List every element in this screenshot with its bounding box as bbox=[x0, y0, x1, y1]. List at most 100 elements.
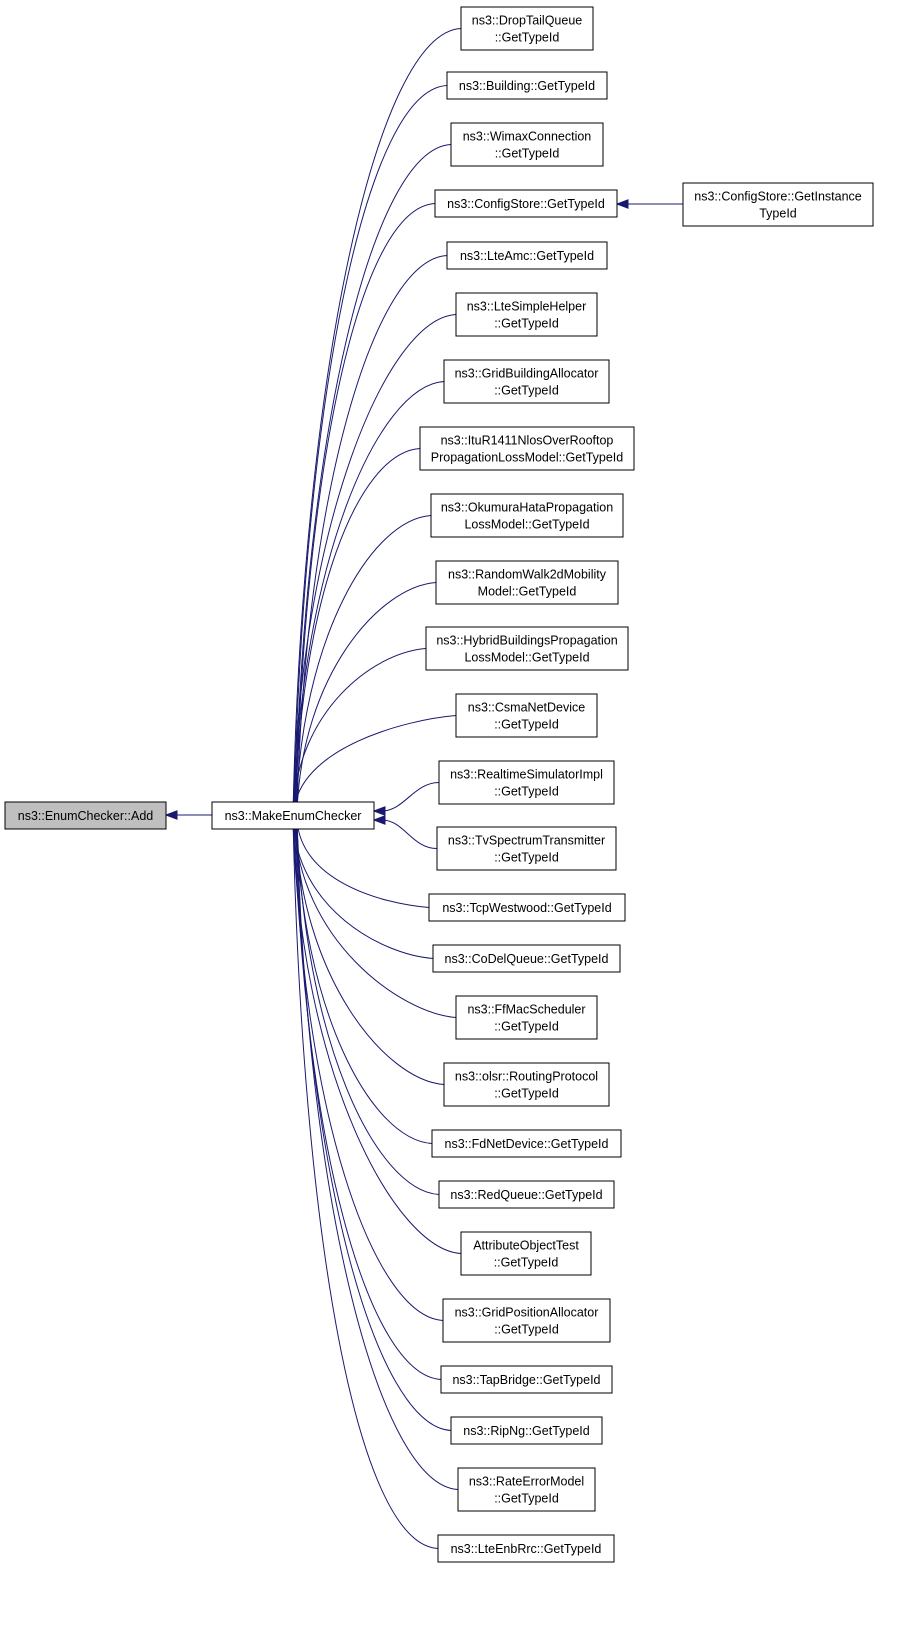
edge bbox=[294, 818, 442, 1380]
caller-node-label: ::GetTypeId bbox=[494, 1087, 559, 1101]
edge bbox=[295, 515, 432, 814]
extra-node-label: ns3::ConfigStore::GetInstance bbox=[694, 190, 862, 204]
caller-node-label: ns3::GridBuildingAllocator bbox=[455, 367, 599, 381]
caller-node-box bbox=[431, 1129, 622, 1158]
caller-node-label: ::GetTypeId bbox=[494, 317, 559, 331]
edge bbox=[293, 818, 444, 1321]
caller-node[interactable]: ns3::RealtimeSimulatorImpl::GetTypeId bbox=[438, 760, 615, 805]
caller-node[interactable]: ns3::TapBridge::GetTypeId bbox=[440, 1365, 613, 1394]
nodes: ns3::EnumChecker::Add ns3::MakeEnumChecke… bbox=[4, 6, 874, 1563]
edge bbox=[295, 203, 436, 814]
edge bbox=[292, 818, 439, 1549]
caller-node[interactable]: ns3::GridBuildingAllocator::GetTypeId bbox=[443, 359, 610, 404]
caller-node[interactable]: ns3::TcpWestwood::GetTypeId bbox=[428, 893, 626, 922]
edge bbox=[294, 144, 452, 814]
caller-node[interactable]: ns3::OkumuraHataPropagationLossModel::Ge… bbox=[430, 493, 624, 538]
caller-node[interactable]: ns3::RedQueue::GetTypeId bbox=[438, 1180, 615, 1209]
arrowhead bbox=[372, 815, 386, 825]
edge bbox=[293, 381, 445, 814]
caller-node-label: ::GetTypeId bbox=[495, 31, 560, 45]
caller-node-label: ns3::CoDelQueue::GetTypeId bbox=[445, 952, 609, 966]
caller-node-label: ns3::TcpWestwood::GetTypeId bbox=[442, 901, 611, 915]
caller-node-box bbox=[425, 626, 629, 671]
root-node[interactable]: ns3::EnumChecker::Add bbox=[4, 801, 167, 830]
caller-node[interactable]: ns3::RateErrorModel::GetTypeId bbox=[457, 1467, 596, 1512]
edge bbox=[296, 255, 448, 814]
root-node-box bbox=[4, 801, 167, 830]
caller-node[interactable]: ns3::CoDelQueue::GetTypeId bbox=[432, 944, 621, 973]
caller-node-box bbox=[428, 893, 626, 922]
caller-node-box bbox=[430, 493, 624, 538]
caller-node-label: ns3::ItuR1411NlosOverRooftop bbox=[441, 434, 614, 448]
edge bbox=[294, 448, 421, 814]
caller-node-label: AttributeObjectTest bbox=[473, 1239, 579, 1253]
caller-node[interactable]: ns3::olsr::RoutingProtocol::GetTypeId bbox=[443, 1062, 610, 1107]
caller-node-label: ns3::FfMacScheduler bbox=[467, 1003, 585, 1017]
edge bbox=[292, 28, 462, 814]
caller-node[interactable]: ns3::FfMacScheduler::GetTypeId bbox=[455, 995, 598, 1040]
caller-node-label: ::GetTypeId bbox=[494, 1256, 559, 1270]
caller-node-label: ns3::FdNetDevice::GetTypeId bbox=[445, 1137, 609, 1151]
caller-node[interactable]: ns3::CsmaNetDevice::GetTypeId bbox=[455, 693, 598, 738]
caller-node-box bbox=[438, 1180, 615, 1209]
caller-node[interactable]: ns3::LteSimpleHelper::GetTypeId bbox=[455, 292, 598, 337]
caller-node-label: LossModel::GetTypeId bbox=[464, 518, 589, 532]
caller-node[interactable]: ns3::ItuR1411NlosOverRooftopPropagationL… bbox=[419, 426, 635, 471]
caller-node[interactable]: AttributeObjectTest::GetTypeId bbox=[460, 1231, 592, 1276]
caller-node[interactable]: ns3::Building::GetTypeId bbox=[446, 71, 608, 100]
caller-node[interactable]: ns3::FdNetDevice::GetTypeId bbox=[431, 1129, 622, 1158]
arrowhead bbox=[615, 199, 629, 209]
caller-node[interactable]: ns3::LteAmc::GetTypeId bbox=[446, 241, 608, 270]
edge bbox=[293, 715, 457, 814]
caller-node[interactable]: ns3::HybridBuildingsPropagationLossModel… bbox=[425, 626, 629, 671]
caller-node-label: ns3::RedQueue::GetTypeId bbox=[450, 1188, 602, 1202]
caller-node-label: ns3::WimaxConnection bbox=[463, 130, 592, 144]
center-node[interactable]: ns3::MakeEnumChecker bbox=[211, 801, 375, 830]
caller-node[interactable]: ns3::RandomWalk2dMobilityModel::GetTypeI… bbox=[435, 560, 619, 605]
caller-node[interactable]: ns3::LteEnbRrc::GetTypeId bbox=[437, 1534, 615, 1563]
caller-node-box bbox=[442, 1298, 611, 1343]
caller-node[interactable]: ns3::DropTailQueue::GetTypeId bbox=[460, 6, 594, 51]
edge bbox=[381, 782, 440, 812]
caller-node-box bbox=[450, 122, 604, 167]
caller-node-label: ::GetTypeId bbox=[494, 785, 559, 799]
edge bbox=[293, 85, 448, 814]
edge bbox=[292, 818, 462, 1254]
caller-node-label: ns3::RandomWalk2dMobility bbox=[448, 568, 607, 582]
edge bbox=[294, 818, 445, 1085]
caller-node-label: ns3::CsmaNetDevice bbox=[468, 701, 585, 715]
arrowhead bbox=[372, 806, 386, 816]
caller-node-label: ::GetTypeId bbox=[494, 1020, 559, 1034]
caller-node-box bbox=[460, 1231, 592, 1276]
caller-node-label: Model::GetTypeId bbox=[478, 585, 577, 599]
caller-node-label: ns3::OkumuraHataPropagation bbox=[441, 501, 613, 515]
caller-node[interactable]: ns3::WimaxConnection::GetTypeId bbox=[450, 122, 604, 167]
caller-node[interactable]: ns3::GridPositionAllocator::GetTypeId bbox=[442, 1298, 611, 1343]
edge bbox=[296, 582, 437, 814]
caller-node[interactable]: ns3::TvSpectrumTransmitter::GetTypeId bbox=[436, 826, 617, 871]
caller-node[interactable]: ns3::ConfigStore::GetTypeId bbox=[434, 189, 618, 218]
edge bbox=[296, 818, 459, 1490]
root-node-label: ns3::EnumChecker::Add bbox=[18, 809, 154, 823]
caller-node-label: LossModel::GetTypeId bbox=[464, 651, 589, 665]
caller-node-label: ::GetTypeId bbox=[494, 1492, 559, 1506]
caller-node-box bbox=[457, 1467, 596, 1512]
caller-node-box bbox=[446, 241, 608, 270]
caller-node-box bbox=[443, 1062, 610, 1107]
edge bbox=[296, 818, 440, 1195]
caller-node-box bbox=[446, 71, 608, 100]
edge bbox=[292, 314, 457, 814]
caller-node-label: ::GetTypeId bbox=[494, 851, 559, 865]
caller-node-label: ns3::LteAmc::GetTypeId bbox=[460, 249, 594, 263]
caller-node-label: ::GetTypeId bbox=[494, 1323, 559, 1337]
edge bbox=[296, 818, 430, 908]
caller-node-box bbox=[443, 359, 610, 404]
caller-node[interactable]: ns3::RipNg::GetTypeId bbox=[450, 1416, 603, 1445]
caller-node-box bbox=[435, 560, 619, 605]
caller-node-label: ns3::RealtimeSimulatorImpl bbox=[450, 768, 603, 782]
caller-node-box bbox=[450, 1416, 603, 1445]
caller-node-box bbox=[455, 995, 598, 1040]
caller-node-label: ::GetTypeId bbox=[494, 718, 559, 732]
extra-node-box bbox=[682, 182, 874, 227]
